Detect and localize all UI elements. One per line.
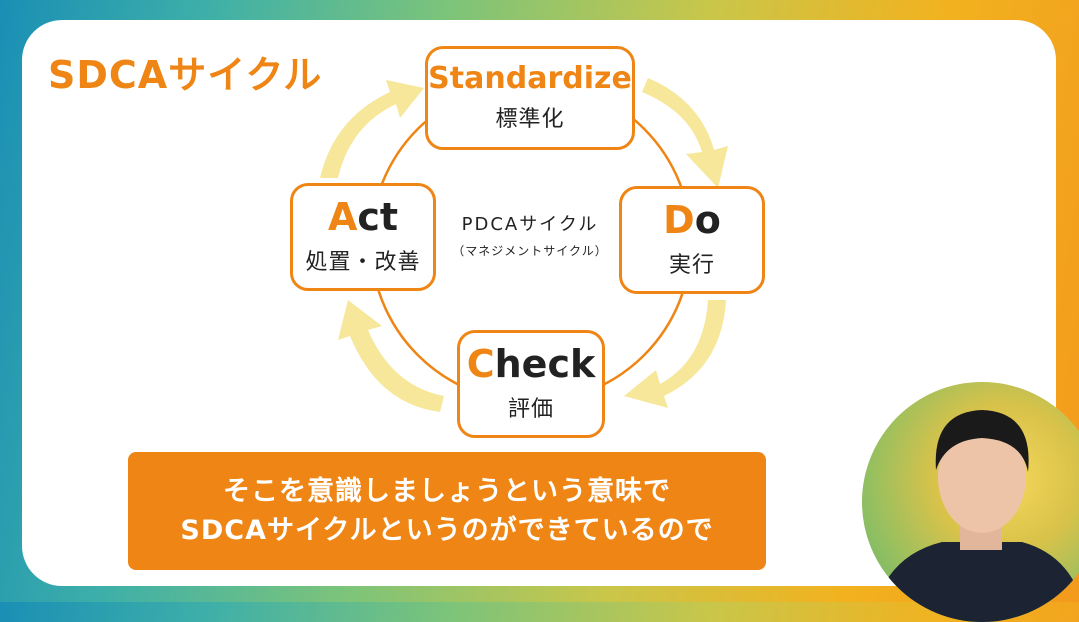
speaker-shirt <box>872 542 1079 622</box>
node-act-rest: ct <box>357 195 399 240</box>
caption-line-2: SDCAサイクルというのができているので <box>180 515 714 546</box>
caption-line-1: そこを意識しましょうという意味で <box>223 475 671 507</box>
node-check-en: Check <box>466 342 596 387</box>
center-main-label: PDCAサイクル <box>461 214 599 235</box>
center-sub-label: （マネジメントサイクル） <box>452 244 608 258</box>
node-do-rest: o <box>694 198 721 243</box>
caption-box: そこを意識しましょうという意味で SDCAサイクルというのができているので <box>128 452 766 570</box>
node-do-initial: D <box>663 198 695 243</box>
center-label: PDCAサイクル （マネジメントサイクル） <box>440 210 620 259</box>
arrow-do-to-check <box>624 300 726 408</box>
speaker-hair <box>935 410 1029 472</box>
node-act-jp: 処置・改善 <box>305 249 421 275</box>
arrow-check-to-act <box>338 300 444 412</box>
arrow-standardize-to-do <box>642 78 728 188</box>
cycle-node-act: Act 処置・改善 <box>290 183 436 291</box>
node-standardize-en: Standardize <box>428 61 632 97</box>
slide-title: SDCAサイクル <box>48 53 323 97</box>
node-act-initial: A <box>327 195 358 240</box>
node-check-rest: heck <box>494 342 596 387</box>
cycle-node-check: Check 評価 <box>457 330 605 438</box>
node-do-jp: 実行 <box>668 252 715 278</box>
node-standardize-jp: 標準化 <box>495 106 565 132</box>
arrow-act-to-standardize <box>320 80 424 178</box>
node-do-en: Do <box>663 198 721 243</box>
node-act-en: Act <box>327 195 399 240</box>
cycle-node-standardize: Standardize 標準化 <box>425 46 635 150</box>
speaker-face <box>938 421 1026 533</box>
node-check-initial: C <box>466 342 495 387</box>
cycle-node-do: Do 実行 <box>619 186 765 294</box>
node-check-jp: 評価 <box>507 396 554 422</box>
